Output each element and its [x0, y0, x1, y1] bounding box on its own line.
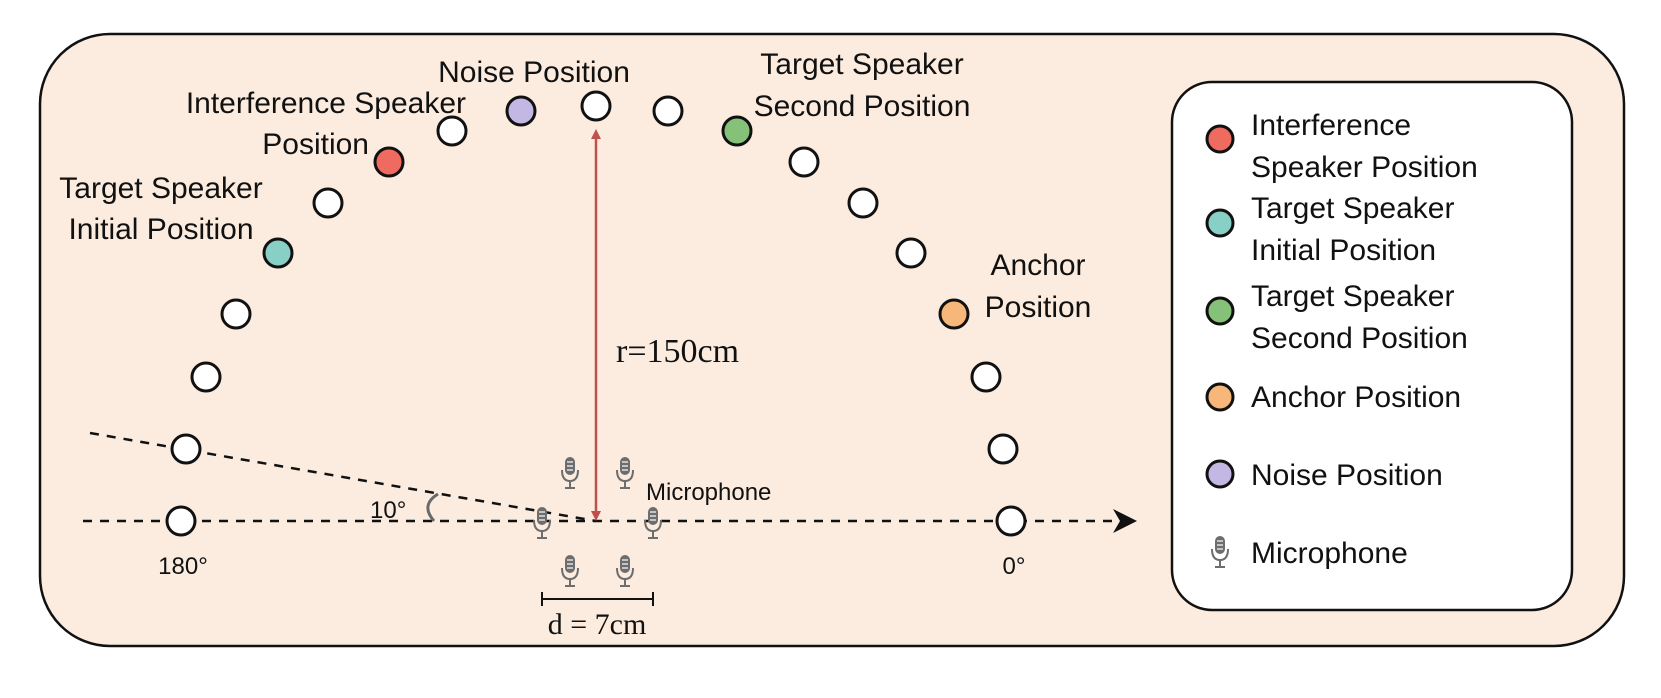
noise-position-label: Noise Position: [438, 56, 630, 89]
position-130deg: [312, 187, 344, 219]
anchor-label-line2: Position: [985, 291, 1092, 324]
legend-interference-line1: Interference: [1251, 109, 1411, 142]
target-initial-label-line2: Initial Position: [68, 213, 253, 246]
radius-label: r=150cm: [616, 333, 739, 370]
legend-target-second-line1: Target Speaker: [1251, 280, 1454, 313]
target-second-label-line1: Target Speaker: [760, 48, 963, 81]
position-150deg: [220, 298, 252, 330]
interference-label-line2: Position: [262, 128, 369, 161]
legend-anchor-label: Anchor Position: [1251, 381, 1461, 414]
legend-microphone-label: Microphone: [1251, 537, 1408, 570]
microphone-label: Microphone: [646, 479, 771, 506]
position-60deg: [788, 146, 820, 178]
position-180deg: [165, 505, 197, 537]
position-20deg: [970, 361, 1002, 393]
position-40deg: [895, 237, 927, 269]
angle-0-label: 0°: [1003, 553, 1026, 580]
legend-target-initial-line2: Initial Position: [1251, 234, 1436, 267]
legend-noise-label: Noise Position: [1251, 459, 1443, 492]
legend-noise-swatch: [1205, 459, 1235, 489]
position-0deg: [995, 505, 1027, 537]
legend-target-second-swatch: [1205, 296, 1235, 326]
anchor-label-line1: Anchor: [990, 249, 1085, 282]
position-50deg: [847, 187, 879, 219]
position-80deg: [652, 95, 684, 127]
legend-interference-swatch: [1205, 124, 1235, 154]
mic-spacing-label: d = 7cm: [548, 608, 647, 641]
legend: Interference Speaker Position Target Spe…: [1170, 80, 1574, 612]
angle-180-label: 180°: [158, 553, 208, 580]
position-110deg: [436, 115, 468, 147]
tilt-angle-arc: [426, 492, 439, 522]
tilt-angle-label: 10°: [370, 497, 406, 524]
target-initial-label-line1: Target Speaker: [59, 172, 262, 205]
position-10deg: [987, 433, 1019, 465]
position-160deg: [190, 361, 222, 393]
anchor-position-marker: [938, 298, 970, 330]
target-initial-position-marker: [262, 237, 294, 269]
target-second-position-marker: [721, 115, 753, 147]
legend-target-second-line2: Second Position: [1251, 322, 1468, 355]
position-90deg: [580, 90, 612, 122]
legend-target-initial-line1: Target Speaker: [1251, 192, 1454, 225]
legend-anchor-swatch: [1205, 382, 1235, 412]
legend-interference-line2: Speaker Position: [1251, 151, 1478, 184]
target-second-label-line2: Second Position: [754, 90, 971, 123]
interference-position-marker: [373, 146, 405, 178]
interference-label-line1: Interference Speaker: [186, 87, 466, 120]
position-170deg: [170, 433, 202, 465]
axis-arrowhead: [1113, 509, 1137, 533]
legend-box: [1170, 80, 1574, 612]
noise-position-marker: [505, 95, 537, 127]
legend-target-initial-swatch: [1205, 208, 1235, 238]
